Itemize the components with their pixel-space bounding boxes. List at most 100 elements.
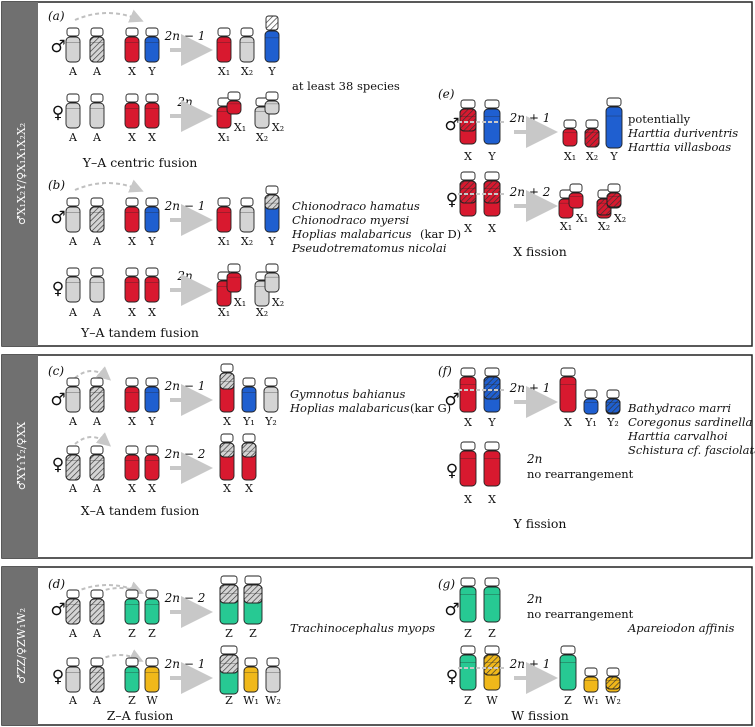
- b-m-X2: [239, 197, 255, 233]
- label-X: X: [128, 131, 136, 144]
- c-translocation-arrow: [74, 366, 112, 381]
- label-Y: Y: [487, 416, 496, 429]
- d-species-0: Trachinocephalus myops: [290, 621, 435, 635]
- label-X2: X₂: [586, 150, 598, 163]
- label-W1: W₁: [583, 694, 599, 707]
- label-X: X: [245, 482, 253, 495]
- e-caption: X fission: [513, 244, 567, 259]
- a-f-A1: [65, 93, 81, 129]
- f-species-1: Coregonus sardinella: [628, 415, 753, 429]
- b-f-X1: [124, 267, 140, 303]
- label-X1: X₁: [560, 220, 572, 233]
- label-W1: W₁: [243, 694, 259, 707]
- e-female-formula: 2n + 2: [509, 185, 551, 199]
- label-X1: X₁: [218, 131, 230, 144]
- a-f-X2b: [264, 91, 280, 115]
- g-f-Z: [459, 645, 477, 691]
- d-f-A2: [89, 657, 105, 693]
- g-male-symbol: ♂: [444, 600, 459, 620]
- label-X: X: [148, 482, 156, 495]
- e-species-0: Harttia duriventris: [627, 126, 738, 140]
- c-f-Xfused2: [241, 433, 257, 481]
- label-X1: X₁: [576, 212, 588, 225]
- label-X: X: [128, 235, 136, 248]
- c-m-Y: [144, 377, 160, 413]
- c-f-X1: [124, 445, 140, 481]
- label-Y: Y: [487, 150, 496, 163]
- a-female-symbol: ♀: [52, 103, 64, 123]
- label-X: X: [488, 493, 496, 506]
- label-X2: X₂: [241, 235, 253, 248]
- a-f-X1b: [226, 91, 242, 115]
- label-X: X: [464, 150, 472, 163]
- f-f-X2: [483, 441, 501, 487]
- d-f-A1: [65, 657, 81, 693]
- a-female-formula: 2n: [176, 95, 192, 109]
- c-female-symbol: ♀: [52, 455, 64, 475]
- label-X2: X₂: [272, 121, 284, 134]
- label-Y: Y: [147, 415, 156, 428]
- c-m-A2: [89, 377, 105, 413]
- b-f-A1: [65, 267, 81, 303]
- label-X: X: [464, 222, 472, 235]
- label-X2: X₂: [241, 65, 253, 78]
- label-X: X: [223, 482, 231, 495]
- label-X2: X₂: [614, 212, 626, 225]
- a-m-X: [124, 27, 140, 63]
- panel-3-sex-system: ♂ZZ/♀ZW₁W₂: [15, 608, 28, 684]
- c-species-note: (kar G): [410, 401, 451, 415]
- label-Y2: Y₂: [606, 416, 619, 429]
- label-Y2: Y₂: [264, 415, 277, 428]
- a-f-X1: [124, 93, 140, 129]
- b-f-X1b: [226, 263, 242, 293]
- d-m-Z2: [144, 589, 160, 625]
- f-species-3: Schistura cf. fasciolata: [628, 443, 755, 457]
- label-A: A: [92, 482, 102, 495]
- f-m-Y2: [605, 389, 621, 415]
- a-male-formula: 2n − 1: [164, 29, 206, 43]
- label-X2: X₂: [598, 220, 610, 233]
- label-A: A: [92, 131, 102, 144]
- b-m-Yfused: [264, 185, 280, 233]
- subpanel-e-letter: (e): [438, 87, 455, 101]
- c-female-formula: 2n − 2: [164, 447, 206, 461]
- label-X: X: [128, 482, 136, 495]
- d-m-Z1: [124, 589, 140, 625]
- f-male-formula: 2n + 1: [509, 381, 551, 395]
- b-species-note: (kar D): [420, 227, 461, 241]
- d-male-formula: 2n − 2: [164, 591, 206, 605]
- b-m-A2: [89, 197, 105, 233]
- panel-3: ♂ZZ/♀ZW₁W₂: [1, 566, 753, 726]
- label-X: X: [464, 493, 472, 506]
- panel-1: ♂X₁X₂Y/♀X₁X₁X₂X₂: [1, 1, 753, 347]
- f-m-Y: [483, 367, 501, 413]
- label-X: X: [128, 415, 136, 428]
- label-X1: X₁: [218, 306, 230, 319]
- d-f-W: [144, 657, 160, 693]
- b-m-X1: [216, 197, 232, 233]
- label-Y: Y: [267, 65, 276, 78]
- label-X1: X₁: [564, 150, 576, 163]
- f-f-X1: [459, 441, 477, 487]
- label-A: A: [92, 694, 102, 707]
- g-m-Z1: [459, 577, 477, 623]
- label-Z: Z: [464, 694, 472, 707]
- f-female-formula: 2n: [526, 452, 542, 466]
- label-W2: W₂: [265, 694, 281, 707]
- e-m-Ysplit: [605, 97, 623, 149]
- label-X: X: [464, 416, 472, 429]
- label-X1: X₁: [218, 65, 230, 78]
- label-X1: X₁: [218, 235, 230, 248]
- panel-1-sex-system: ♂X₁X₂Y/♀X₁X₁X₂X₂: [15, 123, 28, 225]
- b-species-1: Chionodraco myersi: [292, 213, 409, 227]
- b-caption: Y–A tandem fusion: [80, 325, 199, 340]
- e-f-X1: [459, 171, 477, 217]
- g-f-Zs: [559, 645, 577, 691]
- label-Z: Z: [488, 627, 496, 640]
- g-male-note: no rearrangement: [527, 607, 634, 621]
- d-m-A2: [89, 589, 105, 625]
- label-Z: Z: [128, 627, 136, 640]
- label-A: A: [68, 306, 78, 319]
- c-f-Xfused1: [219, 433, 235, 481]
- label-A: A: [92, 306, 102, 319]
